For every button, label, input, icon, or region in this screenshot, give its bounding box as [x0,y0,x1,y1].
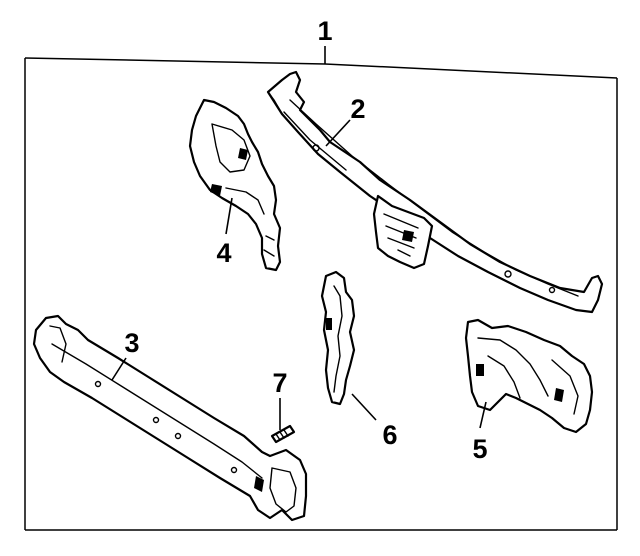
callout-3: 3 [124,328,139,358]
callout-labels: 1 2 3 4 5 6 7 [124,16,487,464]
right-inner-panel-part [464,318,594,434]
bolt-part [270,424,296,444]
upper-tie-bar-part [266,70,604,314]
callout-5: 5 [472,434,487,464]
lower-tie-bar-part [32,314,308,522]
diagram-frame [24,46,618,531]
left-inner-panel-part [188,98,282,272]
callout-4: 4 [216,238,231,268]
center-brace-part [320,270,356,406]
callout-7: 7 [272,368,287,398]
leader-lines [111,119,487,430]
callout-6: 6 [382,420,397,450]
callout-2: 2 [350,94,365,124]
callout-1: 1 [317,16,332,46]
